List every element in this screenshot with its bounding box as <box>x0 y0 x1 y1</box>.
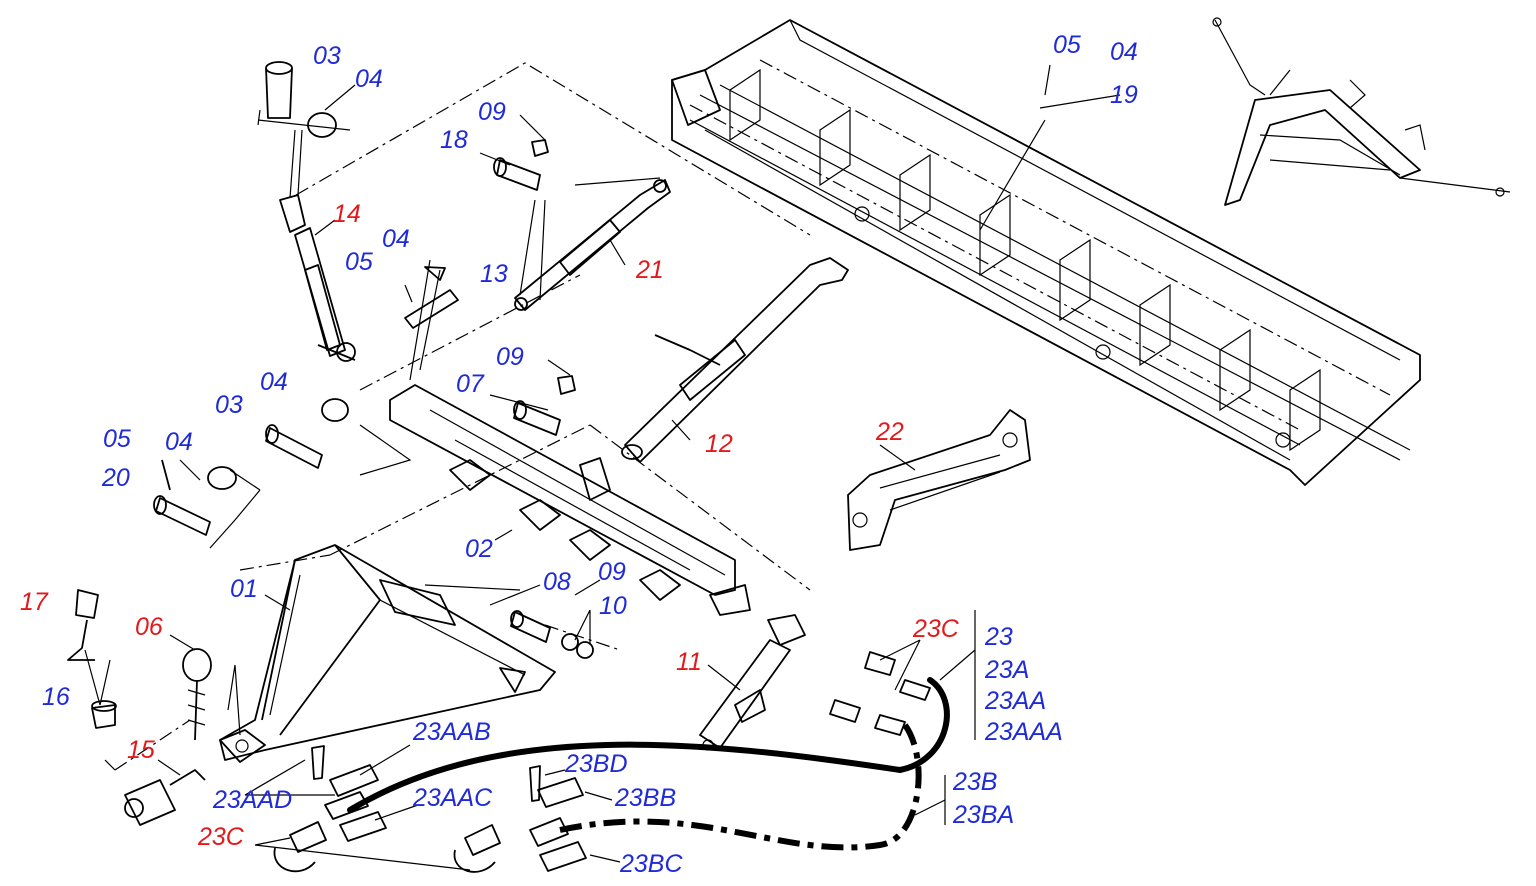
label-23a: 23A <box>984 656 1029 684</box>
couplers <box>273 745 587 873</box>
pin-07 <box>513 375 576 436</box>
label-05-c: 05 <box>1053 31 1081 59</box>
label-23: 23 <box>984 623 1013 651</box>
label-04-c: 04 <box>260 368 288 396</box>
bracket-22 <box>847 409 1031 551</box>
valve-11 <box>699 614 806 751</box>
label-23c-right: 23C <box>912 615 960 643</box>
part-labels: 03 04 14 09 18 04 05 13 21 09 07 04 03 0… <box>20 31 1138 878</box>
label-09-top: 09 <box>478 98 506 126</box>
bush-16 <box>91 700 117 729</box>
label-16: 16 <box>42 683 70 711</box>
label-18: 18 <box>440 126 468 154</box>
label-23ba: 23BA <box>952 801 1014 829</box>
a-frame-hitch <box>219 544 556 763</box>
pin-18 <box>493 139 549 191</box>
label-22: 22 <box>875 418 904 446</box>
label-05-a: 05 <box>345 248 373 276</box>
label-21: 21 <box>635 256 664 284</box>
label-20: 20 <box>101 464 130 492</box>
label-15: 15 <box>127 736 155 764</box>
label-02: 02 <box>465 535 493 563</box>
turnbuckle-link <box>514 179 671 311</box>
label-01: 01 <box>230 575 258 603</box>
label-23aa: 23AA <box>984 687 1046 715</box>
assembly-lines <box>114 62 811 771</box>
label-23bc: 23BC <box>619 850 683 878</box>
label-11: 11 <box>676 648 702 676</box>
label-09-b: 09 <box>496 343 524 371</box>
shaft-cylinder <box>621 257 849 463</box>
pin-03-mid <box>265 398 349 469</box>
pin-03-top <box>265 61 337 138</box>
label-10: 10 <box>599 592 627 620</box>
hoses <box>347 651 950 851</box>
label-23aac: 23AAC <box>412 784 493 812</box>
top-link-cylinder <box>279 194 356 362</box>
label-23bd: 23BD <box>564 750 628 778</box>
label-23b: 23B <box>952 768 997 796</box>
beam-02 <box>389 384 751 616</box>
label-04-d: 04 <box>165 428 193 456</box>
label-23bb: 23BB <box>614 784 676 812</box>
main-frame <box>671 19 1421 486</box>
label-23aad: 23AAD <box>212 786 292 814</box>
overview-implement <box>1212 17 1511 206</box>
label-09-c: 09 <box>598 558 626 586</box>
pin-20 <box>153 459 237 536</box>
label-03-mid: 03 <box>215 391 243 419</box>
label-08: 08 <box>543 568 571 596</box>
label-23aab: 23AAB <box>412 718 491 746</box>
label-13: 13 <box>480 260 508 288</box>
label-04-b: 04 <box>382 225 410 253</box>
label-14: 14 <box>333 200 361 228</box>
leader-lines <box>84 64 1121 871</box>
pin-13 <box>404 266 459 329</box>
label-04-e: 04 <box>1110 38 1138 66</box>
label-04-top: 04 <box>355 65 383 93</box>
label-23c-left: 23C <box>197 823 245 851</box>
pin-08 <box>510 610 594 659</box>
label-23aaa: 23AAA <box>984 718 1063 746</box>
label-05-b: 05 <box>103 425 131 453</box>
label-06: 06 <box>135 613 163 641</box>
coupler-15 <box>124 769 206 826</box>
label-03-top: 03 <box>313 42 341 70</box>
pin-17 <box>67 589 99 661</box>
label-19: 19 <box>1110 81 1138 109</box>
chain-06 <box>182 648 212 741</box>
label-07: 07 <box>456 370 485 398</box>
label-12: 12 <box>705 430 733 458</box>
label-17: 17 <box>20 588 49 616</box>
